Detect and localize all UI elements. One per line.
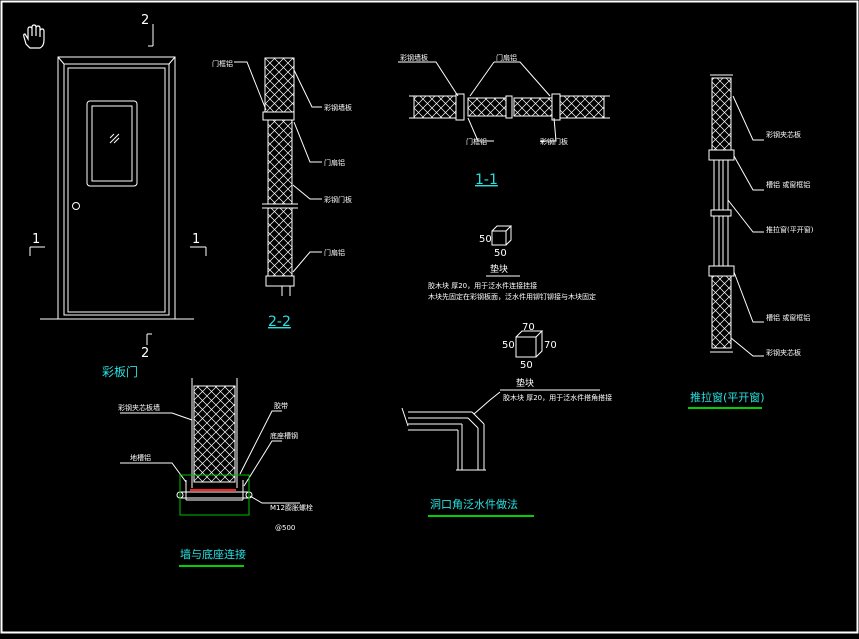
base-connection-drawing — [120, 378, 300, 504]
label-sealant: 胶带 — [274, 401, 288, 410]
block1-title: 垫块 — [490, 263, 508, 275]
section-mark-1-right: 1 — [192, 232, 200, 247]
label-door-frame: 门框铝 — [212, 59, 233, 68]
block2-dim-d: 50 — [520, 360, 533, 371]
label-color-steel-door-11: 彩钢门板 — [540, 137, 568, 146]
block1-dim-b: 50 — [494, 248, 507, 259]
flashing-drawing — [401, 391, 501, 471]
base-green-outline — [179, 474, 250, 516]
label-color-steel-door: 彩钢门板 — [324, 195, 352, 204]
label-spacing: @500 — [275, 524, 295, 532]
label-window-sandwich-bot: 彩钢夹芯板 — [766, 348, 801, 357]
label-bolt: M12膨胀螺栓 — [270, 503, 313, 512]
label-door-edge-al-11: 门扇铝 — [496, 53, 517, 62]
section-1-1-title: 1-1 — [475, 172, 498, 188]
block1-dim-a: 50 — [479, 234, 492, 245]
flashing-title: 洞口角泛水件做法 — [430, 497, 518, 511]
label-door-edge-al: 门扇铝 — [324, 158, 345, 167]
block2-dim-c: 70 — [544, 340, 557, 351]
section-2-2-title: 2-2 — [268, 314, 291, 330]
label-window-bottom-profile: 槽铝 或窗框铝 — [766, 313, 810, 322]
block2-dim-a: 70 — [522, 322, 535, 333]
label-color-steel-wall-11: 彩钢墙板 — [400, 53, 428, 62]
block1-drawing — [486, 225, 520, 277]
label-window-sandwich-top: 彩钢夹芯板 — [766, 130, 801, 139]
block2-drawing — [500, 330, 600, 391]
window-title: 推拉窗(平开窗) — [690, 390, 765, 404]
label-door-edge-al-2: 门扇铝 — [324, 248, 345, 257]
door-elevation — [29, 24, 207, 345]
block2-note1: 胶木块 厚20，用于泛水件搭角搭接 — [503, 393, 612, 402]
section-2-2-drawing — [234, 57, 322, 296]
door-title: 彩板门 — [102, 364, 138, 379]
section-mark-1-left: 1 — [32, 232, 40, 247]
block2-dim-b: 50 — [502, 340, 515, 351]
section-1-1-drawing — [398, 61, 610, 142]
label-sandwich-wall: 彩钢夹芯板墙 — [118, 403, 160, 412]
label-window-sliding: 推拉窗(平开窗) — [766, 225, 814, 234]
window-drawing — [708, 74, 764, 357]
label-base-channel: 底座槽钢 — [270, 431, 298, 440]
section-mark-2-bottom: 2 — [141, 346, 149, 361]
block1-note1: 胶木块 厚20，用于泛水件连接挂接 — [428, 281, 537, 290]
label-door-frame-al-11: 门框铝 — [466, 137, 487, 146]
hand-pan-icon[interactable] — [23, 24, 45, 49]
label-floor-channel: 地槽铝 — [130, 453, 151, 462]
label-window-top-profile: 槽铝 或窗框铝 — [766, 180, 810, 189]
section-mark-2-top: 2 — [141, 13, 149, 28]
label-color-steel-wall: 彩钢墙板 — [324, 103, 352, 112]
block1-note2: 木块先固定在彩钢板面，泛水件用铆钉铆接与木块固定 — [428, 292, 596, 301]
base-title: 墙与底座连接 — [180, 547, 246, 561]
block2-title: 垫块 — [516, 377, 534, 389]
